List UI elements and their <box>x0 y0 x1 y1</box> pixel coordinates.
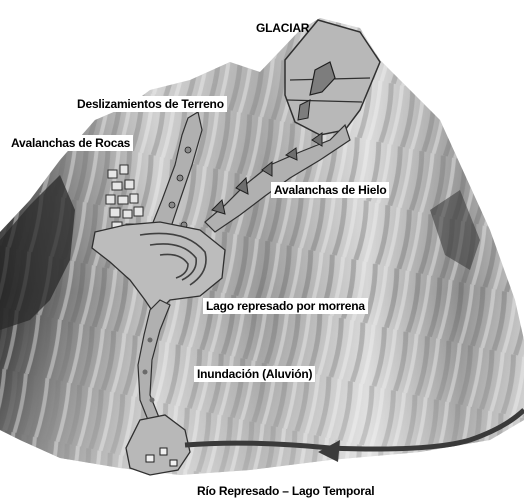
label-glacier: GLACIAR <box>253 20 312 36</box>
label-flood: Inundación (Aluvión) <box>194 366 315 382</box>
label-moraine-lake: Lago represado por morrena <box>203 298 368 314</box>
label-ice-avalanches: Avalanchas de Hielo <box>271 182 389 198</box>
label-landslides: Deslizamientos de Terreno <box>74 96 227 112</box>
label-dammed-river: Río Represado – Lago Temporal <box>194 483 377 499</box>
label-rock-avalanches: Avalanchas de Rocas <box>8 135 133 151</box>
